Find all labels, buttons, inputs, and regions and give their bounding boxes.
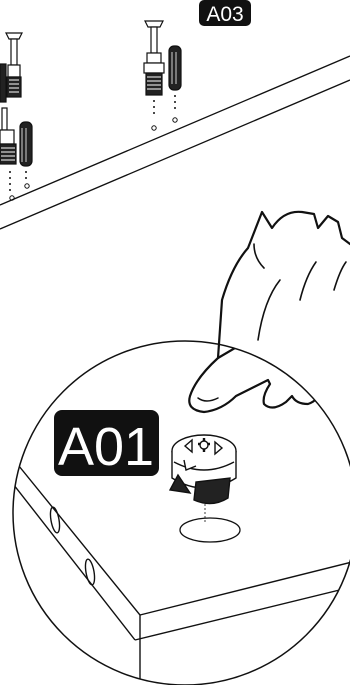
drill-hole (180, 518, 240, 542)
hand-icon (189, 290, 350, 412)
magnified-view (10, 290, 350, 685)
part-label-a03-text: A03 (206, 3, 243, 26)
part-label-a01-text: A01 (58, 417, 154, 477)
part-label-a01: A01 (54, 410, 159, 477)
left-guide-dots (9, 171, 29, 200)
cam-lock-icon (170, 435, 236, 504)
right-guide-dots (152, 95, 177, 130)
hand-upper-outline (218, 212, 350, 358)
dowel-icon (169, 46, 181, 90)
left-hardware-cluster (0, 33, 32, 166)
cam-bolt-icon (144, 21, 164, 95)
part-label-a03: A03 (199, 0, 251, 26)
